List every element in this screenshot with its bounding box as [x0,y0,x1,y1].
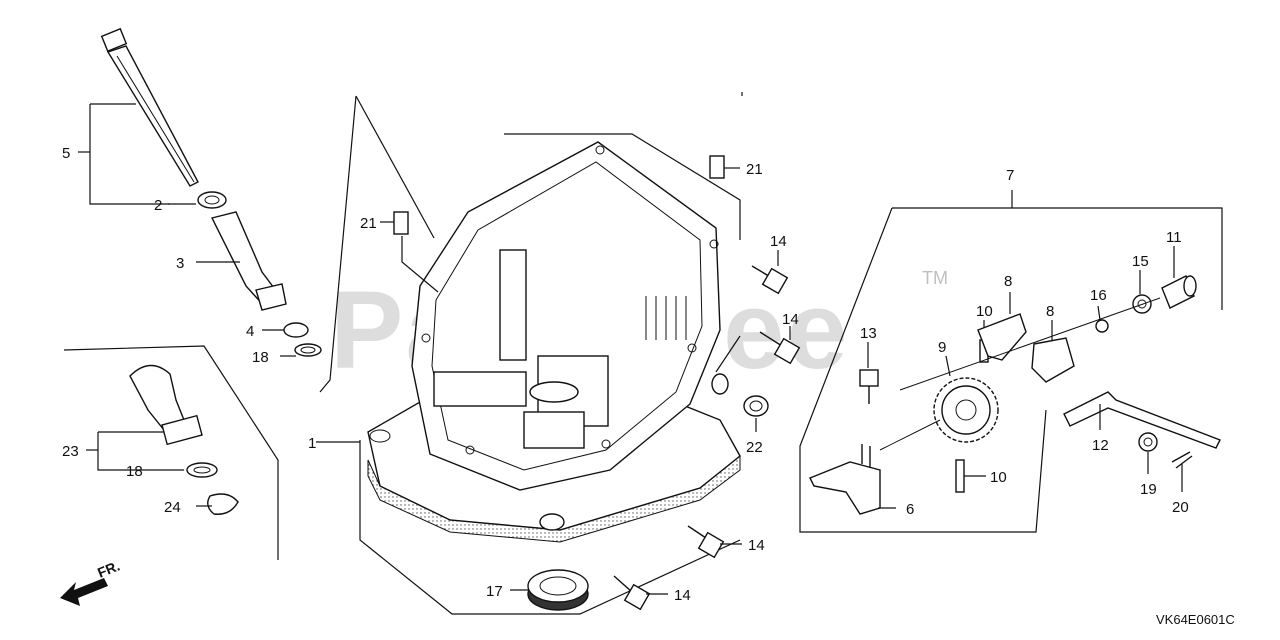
bolt-13 [859,369,879,387]
direction-label: FR. [95,557,122,580]
bolt-14-d [613,575,651,611]
diagram-code: VK64E0601C [1156,612,1235,627]
dowel-pin-21-left [393,211,409,235]
o-ring-18 [294,343,322,357]
callout-12[interactable]: 12 [1092,437,1109,454]
callout-17[interactable]: 17 [486,583,503,600]
callout-18-upper[interactable]: 18 [252,349,269,366]
o-ring-18-lower [186,462,218,478]
callout-4[interactable]: 4 [246,323,254,340]
callout-22[interactable]: 22 [746,439,763,456]
callout-1[interactable]: 1 [308,435,316,452]
callout-8-b[interactable]: 8 [1046,303,1054,320]
dowel-pin-21-right [709,155,725,179]
callout-14-a[interactable]: 14 [770,233,787,250]
callout-14-b[interactable]: 14 [782,311,799,328]
callout-23[interactable]: 23 [62,443,79,460]
callout-2[interactable]: 2 [154,197,162,214]
watermark-trademark: TM [922,268,948,288]
clip-24 [207,493,239,515]
callout-10-lower[interactable]: 10 [990,469,1007,486]
governor-gear-9 [933,377,999,443]
governor-holder-6 [809,444,881,515]
callout-21-left[interactable]: 21 [360,215,377,232]
dipstick-group [100,27,322,357]
pin-20 [1171,451,1193,469]
washer-19 [1138,432,1158,452]
oil-seal-17 [527,569,589,611]
governor-arm-12 [1063,391,1221,449]
clip-4 [283,322,309,338]
callout-15[interactable]: 15 [1132,253,1149,270]
callout-19[interactable]: 19 [1140,481,1157,498]
filler-cap-group [129,364,239,515]
callout-14-d[interactable]: 14 [674,587,691,604]
callout-3[interactable]: 3 [176,255,184,272]
callout-18-lower[interactable]: 18 [126,463,143,480]
pin-10-lower [955,459,965,493]
callout-24[interactable]: 24 [164,499,181,516]
clip-16 [1095,319,1109,333]
bolt-14-a [751,265,789,295]
callout-10-upper[interactable]: 10 [976,303,993,320]
callout-14-c[interactable]: 14 [748,537,765,554]
bolt-14-b [759,331,801,365]
governor-weight-8-b [1031,337,1075,383]
callout-13[interactable]: 13 [860,325,877,342]
callout-8-a[interactable]: 8 [1004,273,1012,290]
bolt-14-c [687,525,725,559]
governor-weight-8-a [977,313,1027,361]
front-direction-arrow-icon [60,578,108,606]
callout-16[interactable]: 16 [1090,287,1107,304]
callout-5[interactable]: 5 [62,145,70,162]
callout-9[interactable]: 9 [938,339,946,356]
callout-7[interactable]: 7 [1006,167,1014,184]
crankcase-cover [367,141,741,543]
seal-22 [743,395,769,417]
callout-11[interactable]: 11 [1166,229,1182,246]
callout-20[interactable]: 20 [1172,499,1189,516]
o-ring-2 [197,191,227,209]
callout-21-right[interactable]: 21 [746,161,763,178]
callout-6[interactable]: 6 [906,501,914,518]
